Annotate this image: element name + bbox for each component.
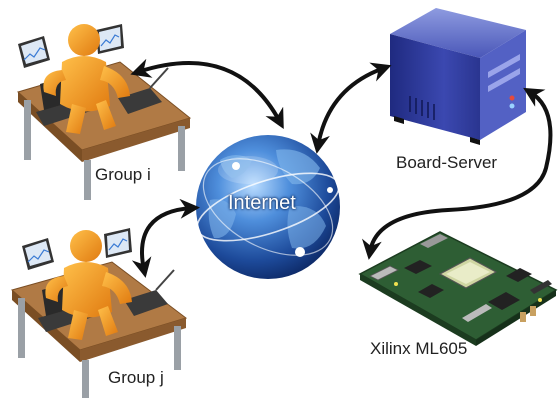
arrow-server-board bbox=[362, 87, 553, 260]
monitor-icon bbox=[18, 36, 50, 68]
group-j-workstation bbox=[10, 228, 188, 398]
internet-label: Internet bbox=[228, 192, 296, 214]
group-i-label: Group i bbox=[95, 165, 151, 184]
server-icon bbox=[390, 8, 526, 145]
fpga-board-icon bbox=[358, 231, 558, 346]
arrow-internet-server bbox=[310, 62, 392, 154]
monitor-icon bbox=[96, 24, 124, 54]
internet-globe bbox=[196, 135, 340, 279]
arrow-group-j-internet bbox=[131, 198, 200, 278]
person-icon bbox=[43, 24, 130, 134]
board-server-label: Board-Server bbox=[396, 153, 498, 172]
group-j-label: Group j bbox=[108, 368, 164, 387]
arrow-group-i-internet bbox=[130, 58, 284, 130]
xilinx-label: Xilinx ML605 bbox=[370, 339, 468, 358]
monitor-icon bbox=[22, 238, 54, 270]
monitor-icon bbox=[104, 228, 132, 258]
person-icon bbox=[45, 230, 132, 340]
